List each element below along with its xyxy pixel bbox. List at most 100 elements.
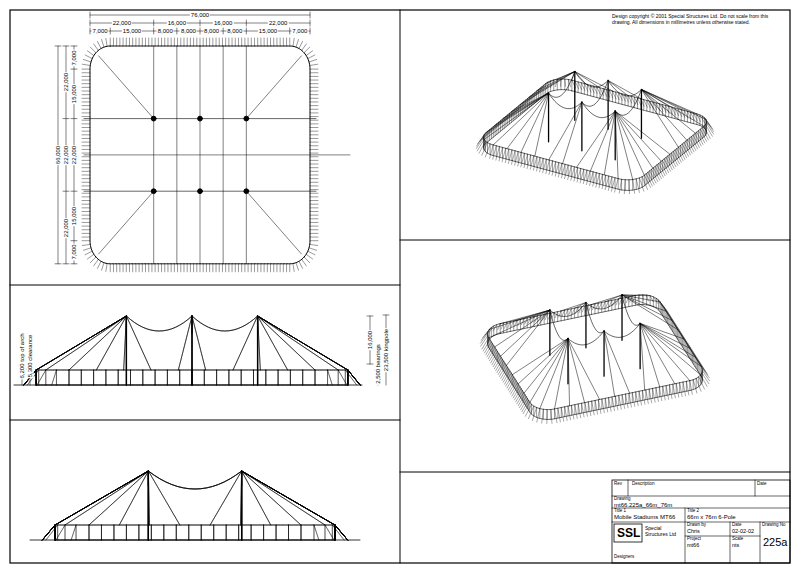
guy-line [163,525,164,540]
fence-post [660,302,661,312]
guy-line [481,336,488,346]
roof-line [641,89,695,133]
guy-stake [310,167,318,168]
roof-line [604,331,615,396]
guy-line [348,370,360,385]
guy-stake [190,38,191,46]
guy-stake [238,38,239,46]
fence-post [176,525,177,540]
roof-line [55,471,148,525]
guy-stake [82,171,90,172]
roof-line [148,471,179,525]
guy-stake [302,259,307,265]
guy-line [501,323,503,329]
guy-stake [232,38,233,46]
guy-stake [299,261,303,268]
catenary-cable [582,81,608,107]
fence-post [347,370,348,385]
guy-line [241,370,242,385]
fence-post [690,112,691,123]
fence-post [487,143,488,154]
fence-post [36,370,37,385]
fence-post [671,320,672,330]
guy-line [290,370,291,385]
roof-line [178,316,192,370]
catenary-cable [148,471,241,489]
field-value: nts [732,542,739,548]
field-value: Chris [687,528,700,534]
fence-post [618,93,619,104]
fence-post [347,370,348,385]
roof-line [615,111,661,161]
dimension-label: 2,500 bearings [375,343,382,385]
fence-post [678,109,679,120]
guy-stake [82,83,90,84]
guy-line [302,370,303,385]
guy-line [348,370,360,385]
fence-post [241,370,242,385]
guy-line [595,400,597,414]
dimension-tick [90,20,91,26]
pole-symbol [244,189,249,194]
guy-stake [254,38,255,46]
fence-post [126,525,127,540]
logo-box [614,524,642,542]
guy-stake [212,264,213,272]
guy-line [558,163,562,177]
guy-line [524,154,528,168]
fence-post [596,87,597,98]
guy-stake [310,244,318,245]
dimension-label: 8,000 [180,28,197,35]
fence-post [126,525,127,540]
guy-line [278,370,279,385]
guy-line [642,391,644,405]
guy-stake [310,112,318,113]
roof-line [55,471,148,525]
fence-post [581,83,582,94]
guy-line [605,176,609,190]
guy-line [676,383,678,397]
guy-line [42,525,55,540]
roof-line [126,316,151,370]
dimension-label: 22,000 [268,20,288,27]
guy-stake [310,91,318,92]
fence-post [228,370,229,385]
drawing-reference: mt66.225a_66m_76m [614,502,672,509]
guy-stake [222,38,223,46]
fence-post [561,79,562,90]
guy-stake [82,218,90,219]
guy-stake [82,98,90,99]
roof-line [575,72,600,88]
guy-stake [310,156,318,157]
guy-stake [132,264,133,272]
roof-line [178,316,192,370]
fence-post [327,370,328,385]
fence-post [324,525,325,540]
roof-line [258,316,339,370]
fence-post [55,525,56,540]
guy-line [176,525,177,540]
fence-post [36,370,37,385]
fence-post [494,348,495,358]
fence-post [528,400,529,410]
roof-line [615,111,670,154]
guy-line [585,403,587,417]
guy-line [348,370,360,385]
guy-stake [183,264,184,272]
guy-line [335,525,348,540]
roof-line [55,471,148,525]
guy-line [348,370,360,385]
roof-line [36,316,126,370]
guy-line [577,168,581,182]
guy-line [622,395,624,409]
roof-line [242,471,335,525]
catenary-cable [126,316,127,334]
catenary-cable [586,295,622,309]
guy-line [568,406,570,420]
dimension-tick [310,28,311,34]
panel-divider [400,472,790,473]
guy-stake [310,171,318,172]
guy-line [508,150,512,164]
fence-post [204,370,205,385]
guy-stake [241,38,242,46]
